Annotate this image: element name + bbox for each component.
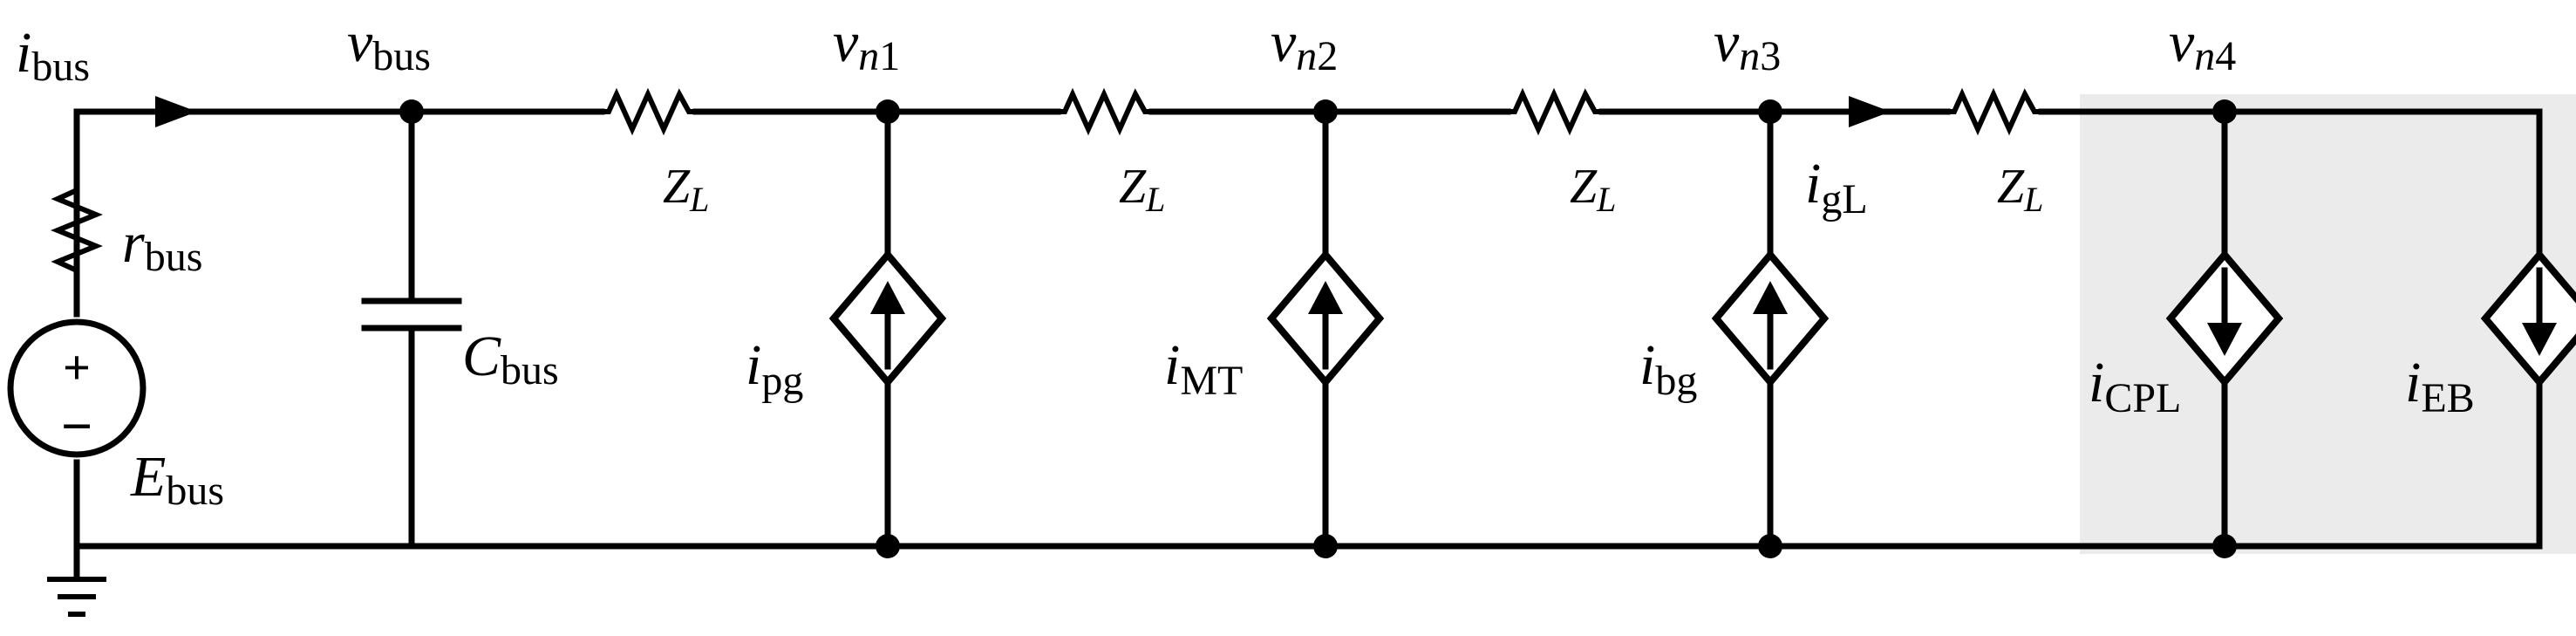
label-z-l-2: ZL <box>1119 160 1165 219</box>
label-v-n4: vn4 <box>2169 10 2236 79</box>
dependent-source-bg <box>1711 249 1830 388</box>
label-r-bus: rbus <box>122 211 202 280</box>
node-dot-bottom-4 <box>2212 534 2237 558</box>
label-v-n1: vn1 <box>833 10 900 79</box>
label-i-pg: ipg <box>746 333 803 404</box>
source-plus-sign: + <box>63 341 91 395</box>
node-dot-v-bus <box>399 99 424 124</box>
voltage-source-icon: + − <box>7 318 147 458</box>
dependent-source-pg <box>828 249 947 388</box>
arrow-up-icon <box>1753 281 1788 314</box>
dependent-source-eb <box>2480 249 2576 388</box>
capacitor-icon <box>361 297 462 332</box>
node-dot-vn3 <box>1758 99 1782 124</box>
node-dot-vn4 <box>2212 99 2237 124</box>
label-i-bus: ibus <box>16 21 90 90</box>
label-v-n3: vn3 <box>1714 10 1781 79</box>
label-i-bg: ibg <box>1639 333 1697 404</box>
arrow-i-gl-icon <box>1849 96 1891 127</box>
node-dot-bottom-3 <box>1758 534 1782 558</box>
label-i-eb: iEB <box>2405 351 2475 421</box>
resistor-zl-4 <box>1947 87 2041 136</box>
arrow-up-icon <box>870 281 905 314</box>
ground-icon <box>47 577 106 617</box>
source-minus-sign: − <box>61 395 92 457</box>
label-e-bus: Ebus <box>130 445 224 514</box>
label-i-gl: igL <box>1805 152 1868 222</box>
resistor-zl-3 <box>1508 87 1602 136</box>
node-dot-bottom-2 <box>1313 534 1338 558</box>
arrow-i-bus-icon <box>155 96 197 127</box>
top-rail-wire-5 <box>2038 108 2543 550</box>
label-z-l-1: ZL <box>663 160 709 219</box>
label-i-mt: iMT <box>1164 333 1243 404</box>
label-c-bus: Cbus <box>462 325 559 393</box>
label-v-bus: vbus <box>347 10 431 79</box>
arrow-down-icon <box>2522 323 2557 356</box>
label-z-l-3: ZL <box>1570 160 1616 219</box>
arrow-down-icon <box>2207 323 2242 356</box>
label-z-l-4: ZL <box>1997 160 2043 219</box>
dependent-source-cpl <box>2165 249 2284 388</box>
resistor-zl-2 <box>1058 87 1152 136</box>
arrow-up-icon <box>1308 281 1343 314</box>
dependent-source-mt <box>1266 249 1385 388</box>
resistor-zl-1 <box>602 87 696 136</box>
resistor-r-bus <box>51 183 103 277</box>
top-rail-wire <box>73 108 605 318</box>
node-dot-bottom-1 <box>876 534 900 558</box>
node-dot-vn1 <box>876 99 900 124</box>
node-dot-vn2 <box>1313 99 1338 124</box>
label-i-cpl: iCPL <box>2089 351 2181 421</box>
label-v-n2: vn2 <box>1271 10 1338 79</box>
